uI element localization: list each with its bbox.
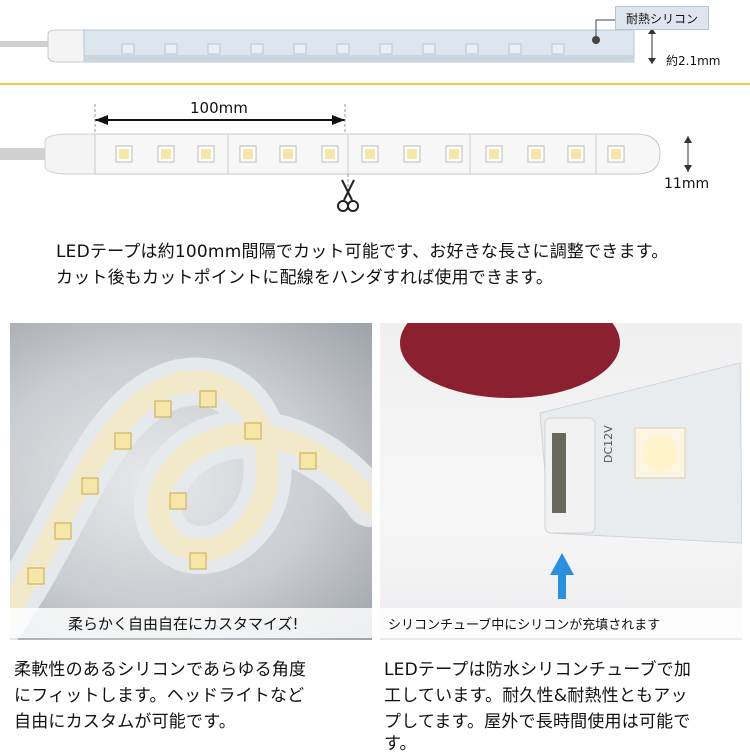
right-text-line-1: LEDテープは防水シリコンチューブで加 — [384, 660, 692, 680]
led-emitter — [571, 149, 581, 159]
left-text-line-3: 自由にカスタムが可能です。 — [14, 712, 236, 732]
right-photo-caption: シリコンチューブ中にシリコンが充填されます — [380, 608, 742, 638]
led-emitter — [161, 149, 171, 159]
right-text-line-2: 工しています。耐久性&耐熱性ともアッ — [384, 686, 688, 706]
led-emitter — [325, 149, 335, 159]
left-text-line-1: 柔軟性のあるシリコンであらゆる角度 — [14, 660, 307, 680]
cut-description-line-1: LEDテープは約100mm間隔でカット可能です、お好きな長さに調整できます。 — [56, 242, 669, 262]
led-emitter — [489, 149, 499, 159]
arrow-up-icon — [550, 553, 574, 575]
left-photo-caption: 柔らかく自由自在にカスタマイズ! — [10, 608, 372, 638]
left-text-line-2: にフィットします。ヘッドライトなど — [14, 686, 305, 706]
voltage-marking: DC12V — [602, 425, 615, 463]
scissors-icon — [337, 179, 359, 212]
right-text-line-3: プしてます。屋外で長時間使用は可能で — [384, 712, 691, 732]
led-emitter — [119, 149, 129, 159]
led-emitter — [531, 149, 541, 159]
tube-cross-section-illustration — [400, 323, 742, 599]
right-text-line-4: す。 — [384, 734, 417, 754]
thickness-label: 約2.1mm — [666, 54, 721, 68]
knotted-strip-illustration — [10, 357, 372, 640]
flexible-strip-photo: 柔らかく自由自在にカスタマイズ! — [10, 323, 372, 640]
led-emitter — [201, 149, 211, 159]
led-emitter — [407, 149, 417, 159]
led-emitter — [611, 149, 621, 159]
heat-resistant-silicone-label: 耐熱シリコン — [615, 6, 709, 30]
cut-description-line-2: カット後もカットポイントに配線をハンダすれば使用できます。 — [56, 268, 554, 288]
silicone-profile-diagram — [0, 19, 750, 85]
cut-interval-label: 100mm — [190, 99, 248, 117]
led-emitter — [243, 149, 253, 159]
led-emitter — [365, 149, 375, 159]
led-emitter — [449, 149, 459, 159]
silicone-tube-photo: DC12V シリコンチューブ中にシリコンが充填されます — [380, 323, 742, 640]
strip-cut-diagram — [0, 104, 692, 190]
led-emitter — [283, 149, 293, 159]
strip-width-label: 11mm — [664, 176, 710, 192]
